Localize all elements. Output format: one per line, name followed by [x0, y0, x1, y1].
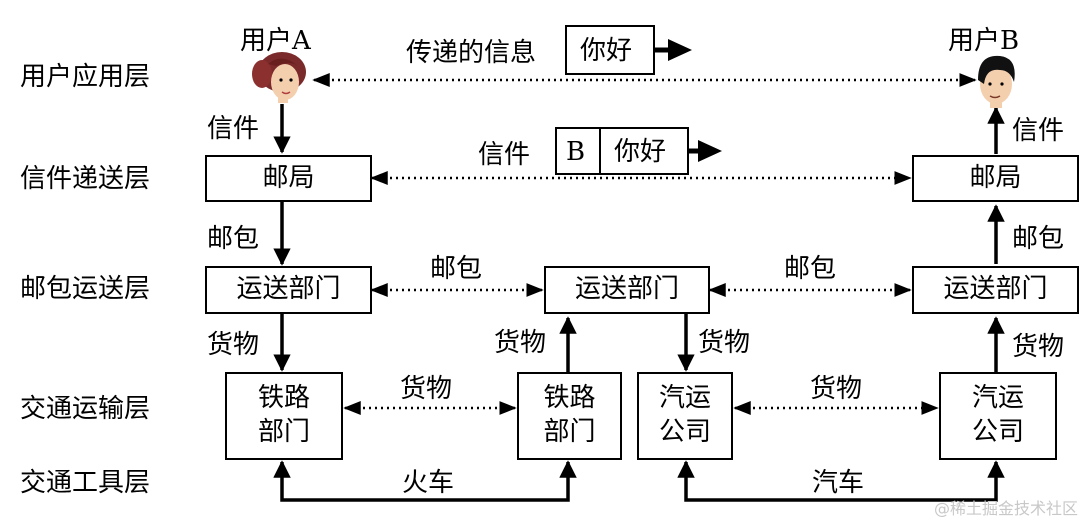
edge-label-goods-peer-right: 货物: [810, 374, 863, 404]
message-content: 你好: [580, 36, 633, 66]
envelope-arrowhead: [698, 140, 722, 162]
watermark: @稀土掘金技术社区: [933, 499, 1078, 518]
layer-label-user: 用户应用层: [20, 62, 151, 92]
dispatch-dept-right: 运送部门: [912, 266, 1079, 314]
rail-dept-left: 铁路部门: [225, 372, 343, 460]
layer-label-bag: 邮包运送层: [20, 274, 151, 304]
message-flags: [555, 25, 722, 175]
user-a-name: 用户A: [240, 26, 311, 56]
train-route: [273, 460, 577, 502]
post-office-left: 邮局: [205, 155, 372, 202]
edge-label-bag-peer-right: 邮包: [784, 254, 837, 284]
edge-label-goods-left: 货物: [207, 330, 260, 360]
envelope-label: 信件: [478, 140, 531, 170]
edge-label-goods-right: 货物: [1012, 332, 1065, 362]
user-b-name: 用户B: [948, 26, 1020, 56]
message-flag-box: [565, 25, 655, 75]
dispatch-dept-middle: 运送部门: [544, 266, 710, 314]
peer-links: [312, 73, 977, 415]
user-a-avatar: [252, 52, 306, 103]
flow-arrows: [273, 104, 1005, 502]
post-office-right: 邮局: [912, 155, 1079, 202]
edge-label-bag-left: 邮包: [207, 224, 260, 254]
envelope-address: B: [566, 137, 586, 167]
dispatch-dept-left: 运送部门: [205, 266, 372, 314]
user-b-avatar: [978, 55, 1015, 108]
bus-company-left: 汽运公司: [637, 372, 733, 460]
layer-label-transport: 交通运输层: [20, 394, 151, 424]
envelope-address-box: [555, 127, 601, 175]
edge-label-train: 火车: [402, 468, 455, 498]
layer-label-tool: 交通工具层: [20, 468, 151, 498]
envelope-content-box: [599, 127, 689, 175]
edge-label-bag-peer-left: 邮包: [430, 254, 483, 284]
message-flag-arrowhead: [668, 39, 692, 61]
edge-label-letter-right: 信件: [1012, 116, 1065, 146]
car-route: [677, 460, 1005, 502]
edge-label-car: 汽车: [812, 468, 865, 498]
edge-label-bag-right: 邮包: [1012, 224, 1065, 254]
edge-label-letter-left: 信件: [207, 114, 260, 144]
message-label: 传递的信息: [406, 38, 537, 68]
edge-label-goods-peer-left: 货物: [400, 374, 453, 404]
edge-label-goods-mid-down: 货物: [698, 328, 751, 358]
envelope-content: 你好: [614, 137, 667, 167]
layer-label-letter: 信件递送层: [20, 164, 151, 194]
bus-company-right: 汽运公司: [939, 372, 1057, 460]
rail-dept-right: 铁路部门: [517, 372, 622, 460]
edge-label-goods-mid-up: 货物: [494, 328, 547, 358]
